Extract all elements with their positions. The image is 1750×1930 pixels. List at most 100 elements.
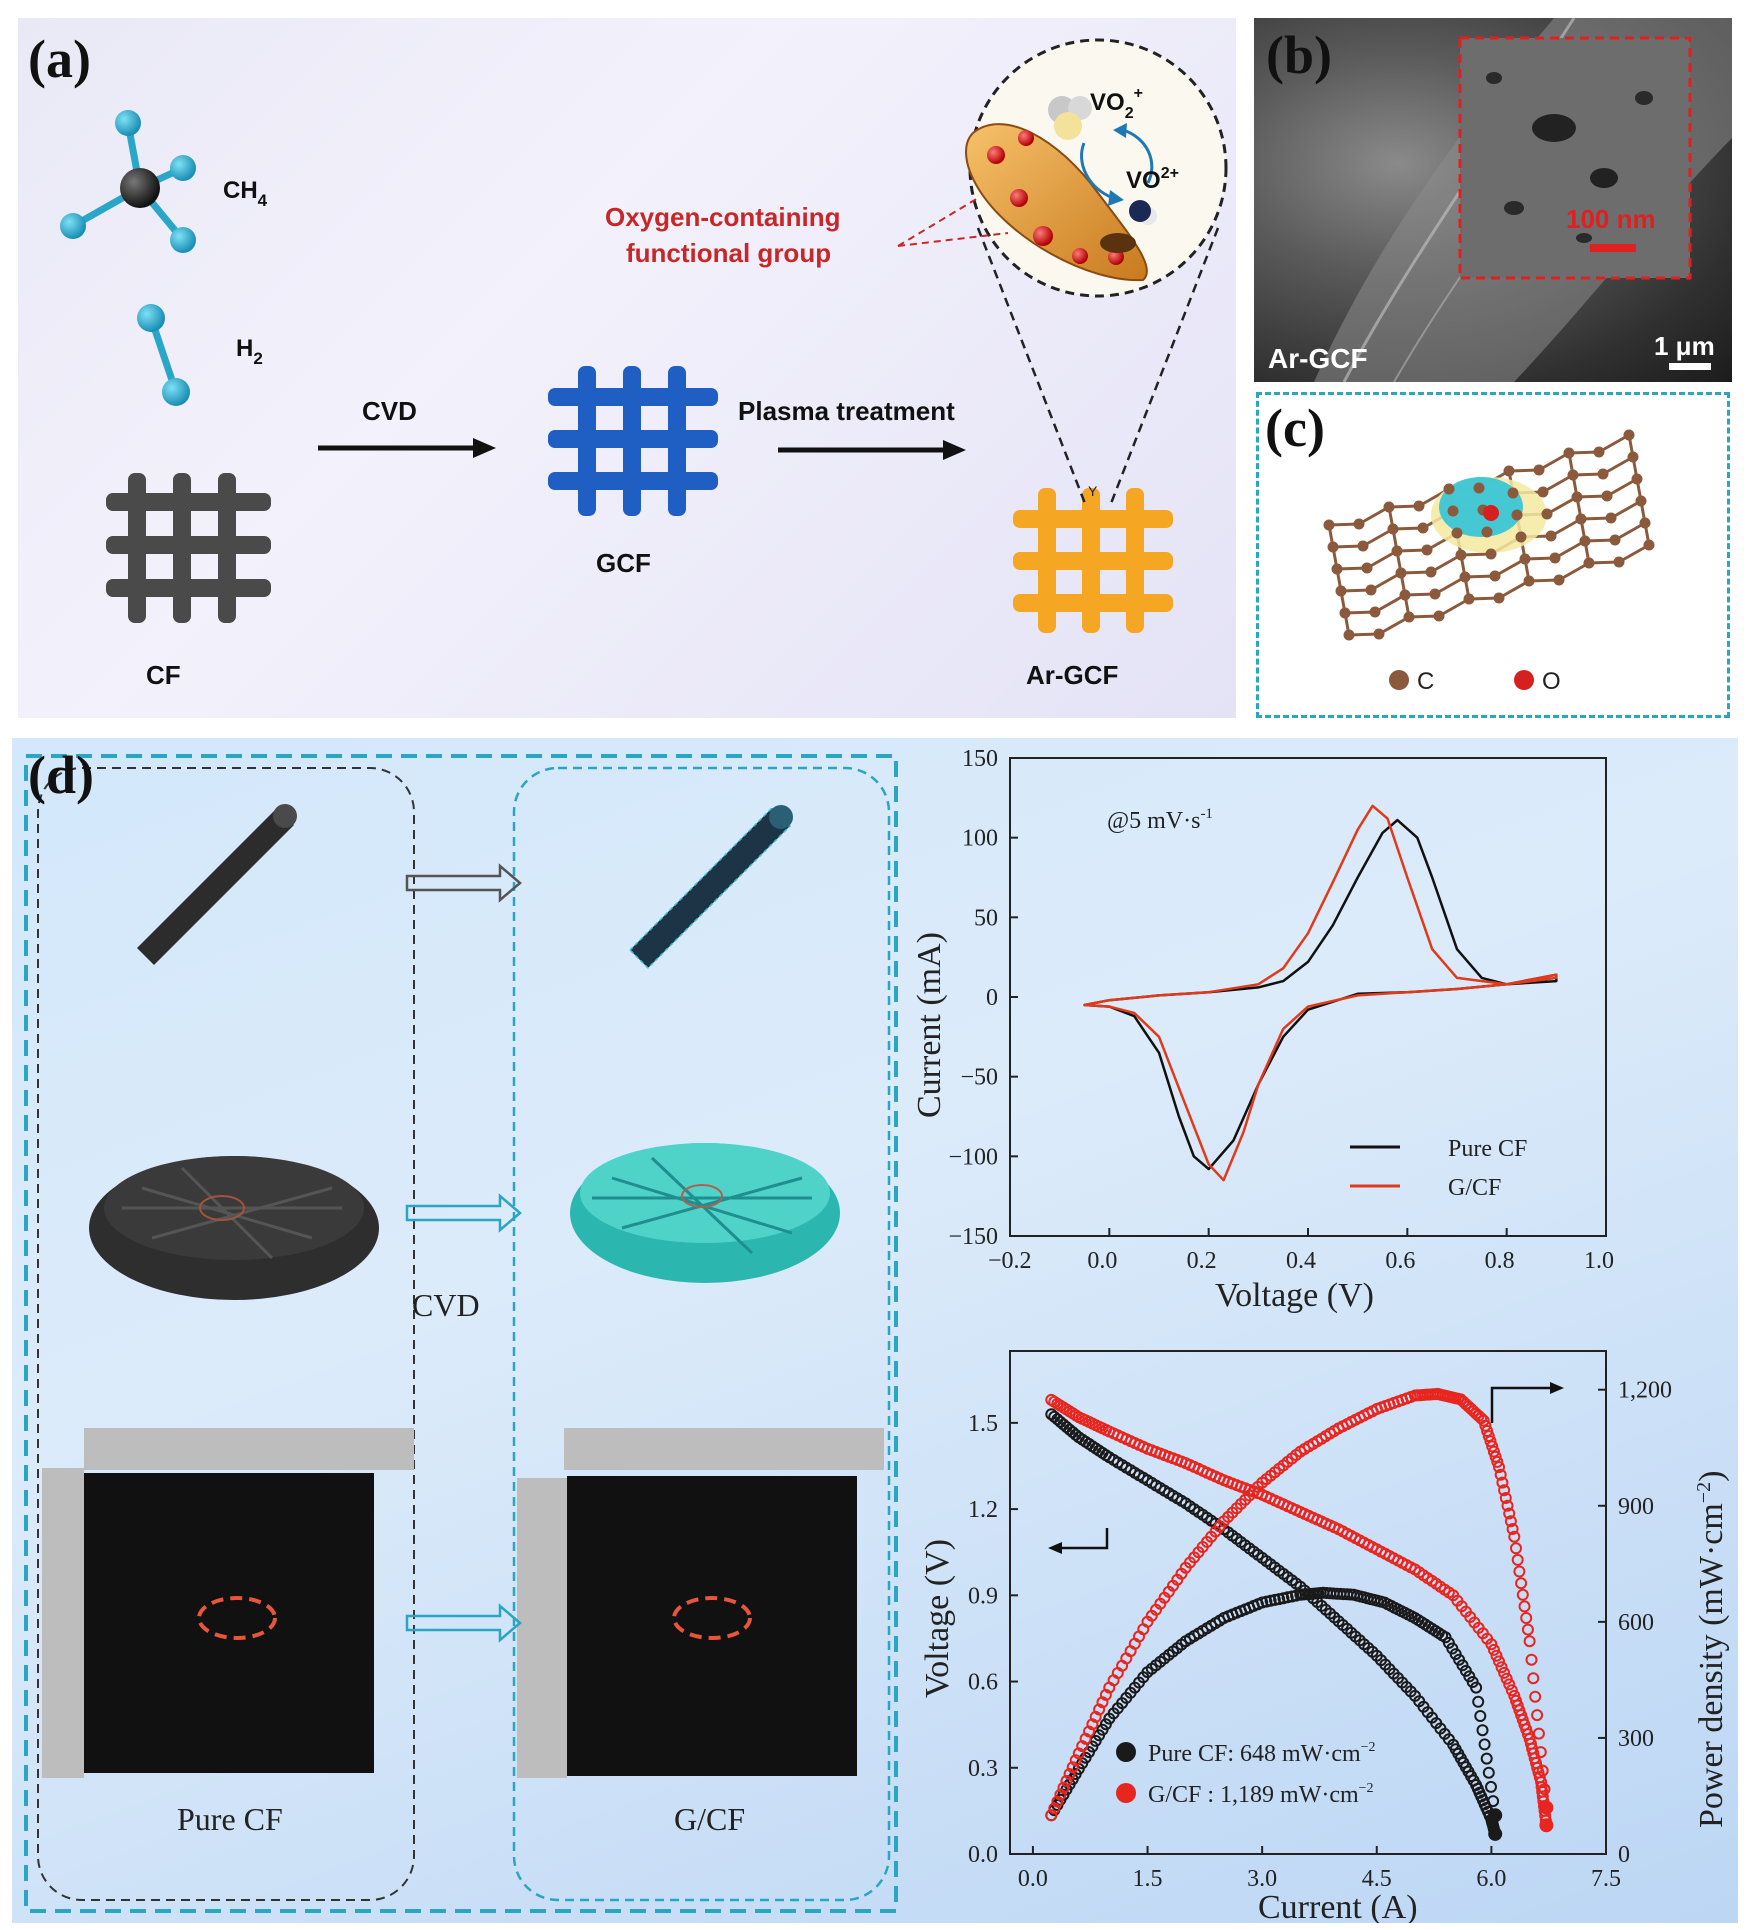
carbon-atom <box>1503 465 1515 477</box>
pol-ylabel-left: Voltage (V) <box>919 1539 956 1698</box>
carbon-atom <box>1463 593 1475 605</box>
panel-c-legend: C O <box>1389 668 1561 695</box>
scale-bar <box>1669 363 1711 370</box>
carbon-atom <box>1593 446 1605 458</box>
right-axis-arrow-icon <box>1490 1382 1564 1423</box>
pol-data-point <box>1083 1725 1095 1738</box>
carbon-atom <box>1403 611 1415 623</box>
pol-data-point <box>1500 1672 1513 1685</box>
pol-ytick-left-label: 0.9 <box>968 1583 998 1609</box>
carbon-atom <box>1353 518 1365 530</box>
panel-c: (c) C O <box>1256 392 1730 718</box>
sample-label: Ar-GCF <box>1268 343 1368 374</box>
schematic-illustration: Y CH4 H2 CVD Plasma treatment CF GCF Ar-… <box>60 38 1228 690</box>
pol-ylabel-right: Power density (mW·cm <box>1693 1503 1730 1828</box>
pol-data-point <box>1534 1746 1547 1759</box>
pol-data-point <box>1487 1643 1500 1656</box>
cv-legend-gcf: G/CF <box>1448 1175 1501 1201</box>
carbon-atom <box>1373 628 1385 640</box>
pol-ytick-left-label: 0.6 <box>968 1670 998 1696</box>
pol-data-point <box>1503 1678 1516 1691</box>
svg-text:Pure CF: 648 mW·cm−2: Pure CF: 648 mW·cm−2 <box>1148 1740 1376 1767</box>
carbon-atom <box>1387 523 1399 535</box>
legend-gcf-marker <box>1116 1783 1136 1803</box>
gcf-photo <box>517 1428 884 1778</box>
oxygen-label-line2: functional group <box>626 238 831 268</box>
gcf-fiber-icon <box>628 805 793 970</box>
pol-data-point <box>1493 1655 1505 1668</box>
pol-data-point <box>1482 1430 1495 1443</box>
carbon-atom <box>1365 584 1377 596</box>
pol-data-point <box>1487 1795 1500 1808</box>
pol-data-point <box>1099 1688 1112 1701</box>
cvd-arrow-icon <box>318 438 496 458</box>
pol-data-point <box>1498 1484 1511 1497</box>
pol-ytick-right-label: 900 <box>1618 1494 1654 1520</box>
pure-cf-felt-icon <box>89 1156 379 1300</box>
pol-data-point <box>1474 1710 1487 1722</box>
pol-legend-gcf: G/CF : 1,189 mW·cm <box>1148 1782 1359 1808</box>
cv-xtick-label: −0.2 <box>988 1248 1032 1274</box>
cv-ytick-label: 100 <box>962 826 998 852</box>
carbon-atom <box>1383 501 1395 513</box>
pol-data-point <box>1281 1591 1294 1604</box>
pol-data-point <box>1089 1710 1102 1723</box>
pol-data-point <box>1511 1553 1524 1566</box>
pol-data-point <box>1479 1419 1492 1432</box>
scale-label: 1 μm <box>1654 331 1715 361</box>
carbon-atom <box>1459 571 1471 583</box>
inset-scale-label: 100 nm <box>1566 204 1656 234</box>
carbon-atom <box>1433 610 1445 622</box>
pol-data-point <box>1485 1780 1497 1793</box>
carbon-atom <box>1473 482 1485 494</box>
cv-ytick-label: 150 <box>962 746 998 772</box>
cvd-label: CVD <box>362 396 417 426</box>
carbon-atom <box>1391 545 1403 557</box>
carbon-atom <box>1399 589 1411 601</box>
oxygen-atom <box>1483 505 1499 521</box>
pol-ytick-right-label: 300 <box>1618 1726 1654 1752</box>
pol-xtick-label: 3.0 <box>1247 1866 1277 1892</box>
pol-data-point <box>1045 1809 1058 1822</box>
carbon-atom <box>1369 606 1381 618</box>
svg-text:H2: H2 <box>236 335 263 368</box>
pol-ytick-left-label: 1.2 <box>968 1497 998 1523</box>
pol-data-point <box>1503 1507 1516 1520</box>
pol-data-point <box>1527 1672 1540 1685</box>
pol-data-point <box>1501 1499 1514 1512</box>
cv-annotation-sup: -1 <box>1200 806 1213 822</box>
carbon-atom <box>1413 500 1425 512</box>
pol-ytick-left-label: 0.3 <box>968 1756 998 1782</box>
carbon-atom <box>1519 553 1531 565</box>
carbon-atom <box>1429 588 1441 600</box>
pol-data-point <box>1496 1476 1509 1489</box>
pol-data-point <box>1515 1577 1528 1590</box>
pol-ytick-right-label: 600 <box>1618 1610 1654 1636</box>
carbon-legend-label: C <box>1417 668 1434 695</box>
carbon-atom <box>1631 473 1643 485</box>
carbon-atom <box>1601 490 1613 502</box>
carbon-atom <box>1639 517 1651 529</box>
pol-data-point <box>1505 1684 1518 1697</box>
carbon-atom <box>1533 464 1545 476</box>
panel-b-sem-image: 100 nm 1 μm Ar-GCF (b) <box>1254 18 1732 382</box>
pol-data-point <box>1048 1802 1061 1815</box>
gcf-label: G/CF <box>674 1801 745 1837</box>
h2-label: H <box>236 335 253 362</box>
svg-text:Y: Y <box>1088 483 1098 499</box>
panel-label-d: (d) <box>28 745 94 805</box>
pol-xlabel: Current (A) <box>1258 1889 1418 1923</box>
cv-xlabel: Voltage (V) <box>1215 1277 1374 1314</box>
felt-transform-arrow-icon <box>405 1193 522 1233</box>
pol-data-point <box>1054 1788 1067 1801</box>
pol-data-point <box>1072 1747 1085 1760</box>
cv-ylabel: Current (mA) <box>911 932 948 1118</box>
zoom-circle: Y <box>897 38 1228 507</box>
pol-data-point <box>1086 1718 1099 1731</box>
cv-ytick-label: −150 <box>948 1224 998 1250</box>
svg-text:@5 mV·s-1: @5 mV·s-1 <box>1107 806 1213 834</box>
cf-label: CF <box>146 660 181 690</box>
pol-data-point <box>1076 1740 1089 1753</box>
